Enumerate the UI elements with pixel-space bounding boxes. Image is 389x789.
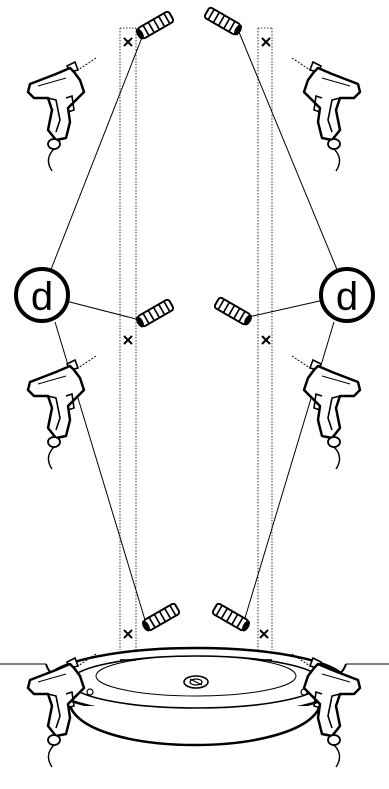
wall-plug-anchor-icon [139,601,182,634]
power-drill-icon [26,56,98,173]
drill-mark-x-icon [123,37,133,47]
power-drill-icon [26,354,98,471]
wall-plug-anchor-icon [212,295,255,328]
drill-mark-x-icon [259,629,269,639]
callout-leader-lines [49,19,339,631]
wall-plug-anchor-icon [133,9,176,42]
callout-d-right: d [319,267,375,323]
drill-mark-x-icon [123,629,133,639]
drill-mark-x-icon [123,335,133,345]
power-drill-icon [290,354,362,471]
drill-mark-x-icon [261,37,271,47]
callout-d-left: d [14,267,70,323]
drill-mark-x-icon [261,335,271,345]
wall-plug-anchor-icon [202,5,245,38]
round-ceiling-light-base-icon [44,646,348,747]
wall-plug-anchor-icon [210,601,253,634]
callout-label: d [31,275,53,319]
wall-plug-anchor-icon [133,297,176,330]
guide-lines [119,27,273,650]
callout-label: d [336,275,358,319]
power-drill-icon [290,56,362,173]
